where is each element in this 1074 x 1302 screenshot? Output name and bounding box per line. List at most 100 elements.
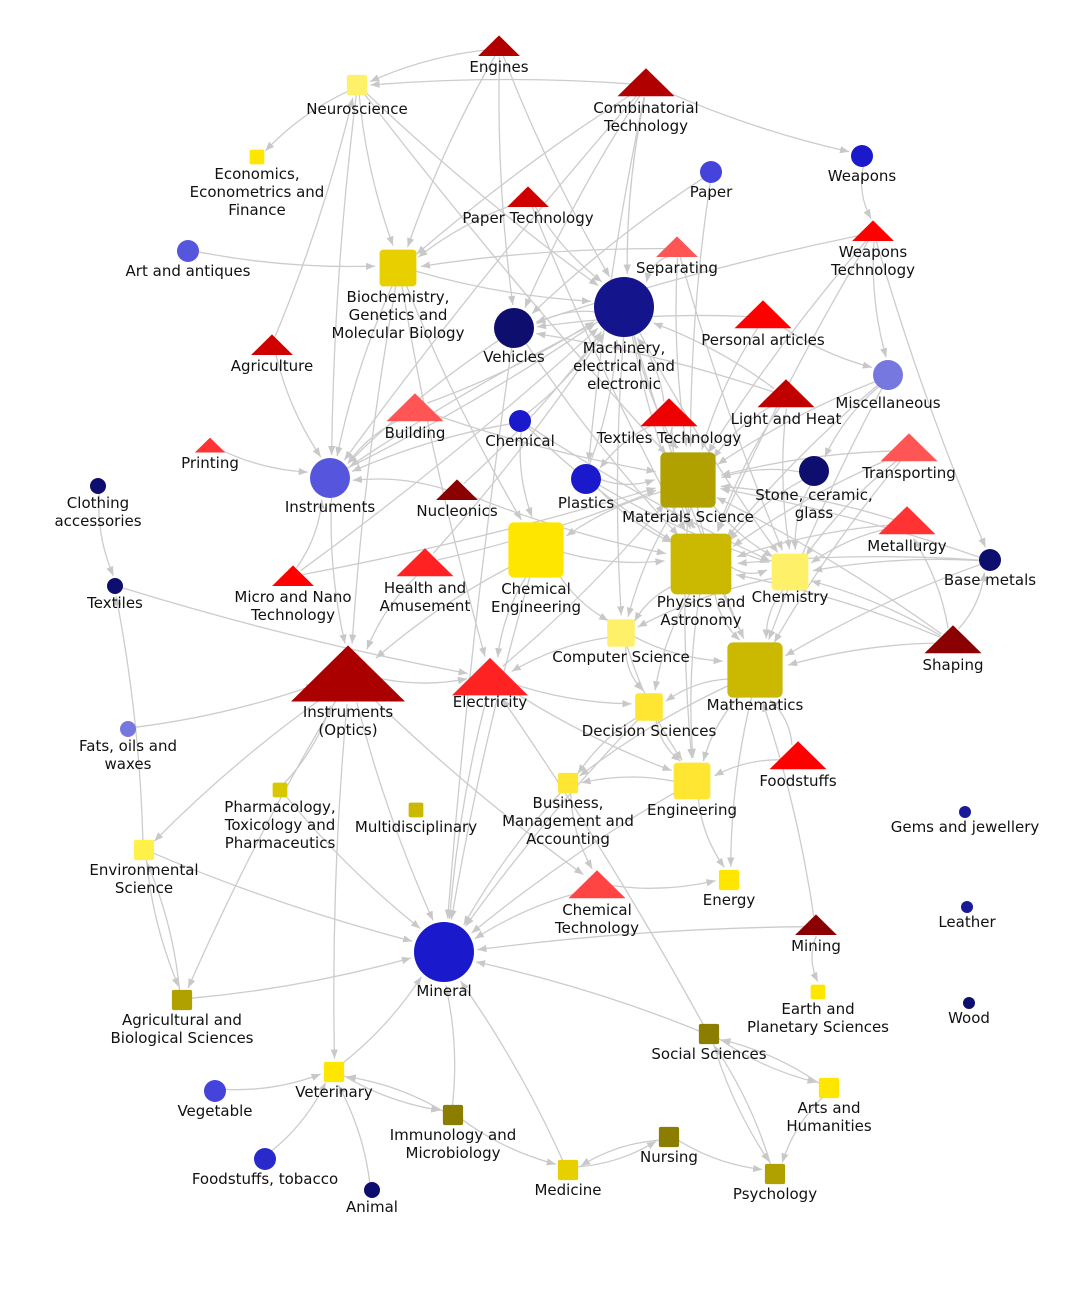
node-health[interactable]	[396, 548, 454, 577]
edge-nucleonics-to-physics	[466, 493, 667, 556]
node-textiles[interactable]	[107, 578, 123, 594]
node-instruments[interactable]	[310, 458, 350, 498]
node-fats[interactable]	[120, 721, 136, 737]
edge-physics-to-decision	[652, 591, 692, 691]
node-label-basemetals: Base metals	[944, 571, 1036, 589]
edge-business-to-chemtech	[570, 792, 593, 870]
node-earth[interactable]	[810, 984, 826, 1000]
node-social[interactable]	[698, 1023, 720, 1045]
node-printing[interactable]	[194, 437, 226, 453]
node-mining[interactable]	[795, 914, 837, 935]
node-label-compsci: Computer Science	[552, 648, 689, 666]
edge-social-to-mineral	[475, 960, 700, 1032]
edge-engines-to-machinery	[502, 55, 611, 278]
node-label-line: Technology	[554, 919, 639, 937]
node-envsci[interactable]	[133, 839, 155, 861]
node-building[interactable]	[386, 393, 444, 422]
node-art[interactable]	[177, 240, 199, 262]
node-physics[interactable]	[670, 533, 732, 595]
node-papertech[interactable]	[507, 186, 549, 207]
node-leather[interactable]	[961, 901, 973, 913]
node-mineral[interactable]	[414, 922, 474, 982]
node-psychology[interactable]	[764, 1163, 786, 1185]
node-nursing[interactable]	[658, 1126, 680, 1148]
node-weaponstech[interactable]	[852, 220, 894, 241]
node-label-leather: Leather	[938, 913, 996, 931]
node-gems[interactable]	[959, 806, 971, 818]
edge-instoptics-to-chemtech	[368, 693, 584, 876]
node-biochem[interactable]	[379, 249, 417, 287]
node-label-instruments: Instruments	[285, 498, 376, 516]
node-mathematics[interactable]	[727, 642, 783, 698]
node-materials[interactable]	[660, 452, 716, 508]
node-label-chemical: Chemical	[485, 432, 555, 450]
edge-chemeng-to-instoptics	[375, 564, 514, 659]
node-agriculture[interactable]	[251, 334, 293, 355]
node-clothing[interactable]	[90, 478, 106, 494]
node-wood[interactable]	[963, 997, 975, 1009]
node-machinery[interactable]	[594, 277, 654, 337]
node-neuro[interactable]	[346, 74, 368, 96]
node-metallurgy[interactable]	[878, 506, 936, 535]
node-vegetable[interactable]	[204, 1080, 226, 1102]
node-veterinary[interactable]	[323, 1061, 345, 1083]
node-chemical[interactable]	[509, 410, 531, 432]
edge-chemistry-to-mathematics	[762, 588, 785, 639]
node-paper[interactable]	[700, 161, 722, 183]
edge-plastics-to-machinery	[588, 339, 620, 467]
node-electricity[interactable]	[452, 657, 528, 696]
node-misc[interactable]	[873, 360, 903, 390]
node-combtech[interactable]	[617, 68, 675, 97]
node-vehicles[interactable]	[494, 308, 534, 348]
node-chemtech[interactable]	[568, 870, 626, 899]
node-chemistry[interactable]	[771, 553, 809, 591]
node-engineering[interactable]	[673, 762, 711, 800]
node-transporting[interactable]	[880, 433, 938, 462]
node-separating[interactable]	[656, 236, 698, 257]
node-lightheat[interactable]	[757, 379, 815, 408]
node-nucleonics[interactable]	[436, 479, 478, 500]
edge-compsci-to-mathematics	[633, 636, 723, 665]
edge-engineering-to-mineral	[471, 790, 678, 934]
node-immunology[interactable]	[442, 1104, 464, 1126]
edge-lightheat-to-machinery	[653, 322, 775, 390]
edge-health-to-instoptics	[366, 574, 418, 650]
node-multi[interactable]	[408, 802, 424, 818]
node-stone[interactable]	[799, 456, 829, 486]
node-shaping[interactable]	[924, 625, 982, 654]
edge-building-to-machinery	[426, 321, 595, 404]
node-medicine[interactable]	[557, 1159, 579, 1181]
node-label-line: Astronomy	[660, 611, 741, 629]
node-instoptics[interactable]	[291, 645, 405, 702]
node-chemeng[interactable]	[508, 522, 564, 578]
node-plastics[interactable]	[571, 464, 601, 494]
node-weapons[interactable]	[851, 145, 873, 167]
edge-shaping-to-physics	[735, 572, 941, 638]
node-label-animal: Animal	[346, 1198, 398, 1216]
node-foodstuffs[interactable]	[769, 741, 827, 770]
edge-mathematics-to-energy	[727, 696, 753, 867]
edge-mathematics-to-decision	[665, 678, 730, 702]
node-foodtobacco[interactable]	[254, 1148, 276, 1170]
node-micro[interactable]	[272, 565, 314, 586]
node-pharma[interactable]	[272, 782, 288, 798]
node-business[interactable]	[557, 772, 579, 794]
node-label-line: Nucleonics	[416, 502, 497, 520]
node-basemetals[interactable]	[979, 549, 1001, 571]
node-econ[interactable]	[249, 149, 265, 165]
node-label-line: Immunology and	[390, 1126, 517, 1144]
edge-engines-to-biochem	[406, 55, 496, 248]
node-engines[interactable]	[478, 35, 520, 56]
node-animal[interactable]	[364, 1182, 380, 1198]
node-label-line: Materials Science	[622, 508, 754, 526]
node-textilestech[interactable]	[640, 398, 698, 427]
node-personal[interactable]	[734, 300, 792, 329]
node-energy[interactable]	[718, 869, 740, 891]
node-label-line: Microbiology	[406, 1144, 501, 1162]
node-agribio[interactable]	[171, 989, 193, 1011]
node-compsci[interactable]	[607, 619, 635, 647]
node-arts[interactable]	[818, 1077, 840, 1099]
node-decision[interactable]	[635, 693, 663, 721]
